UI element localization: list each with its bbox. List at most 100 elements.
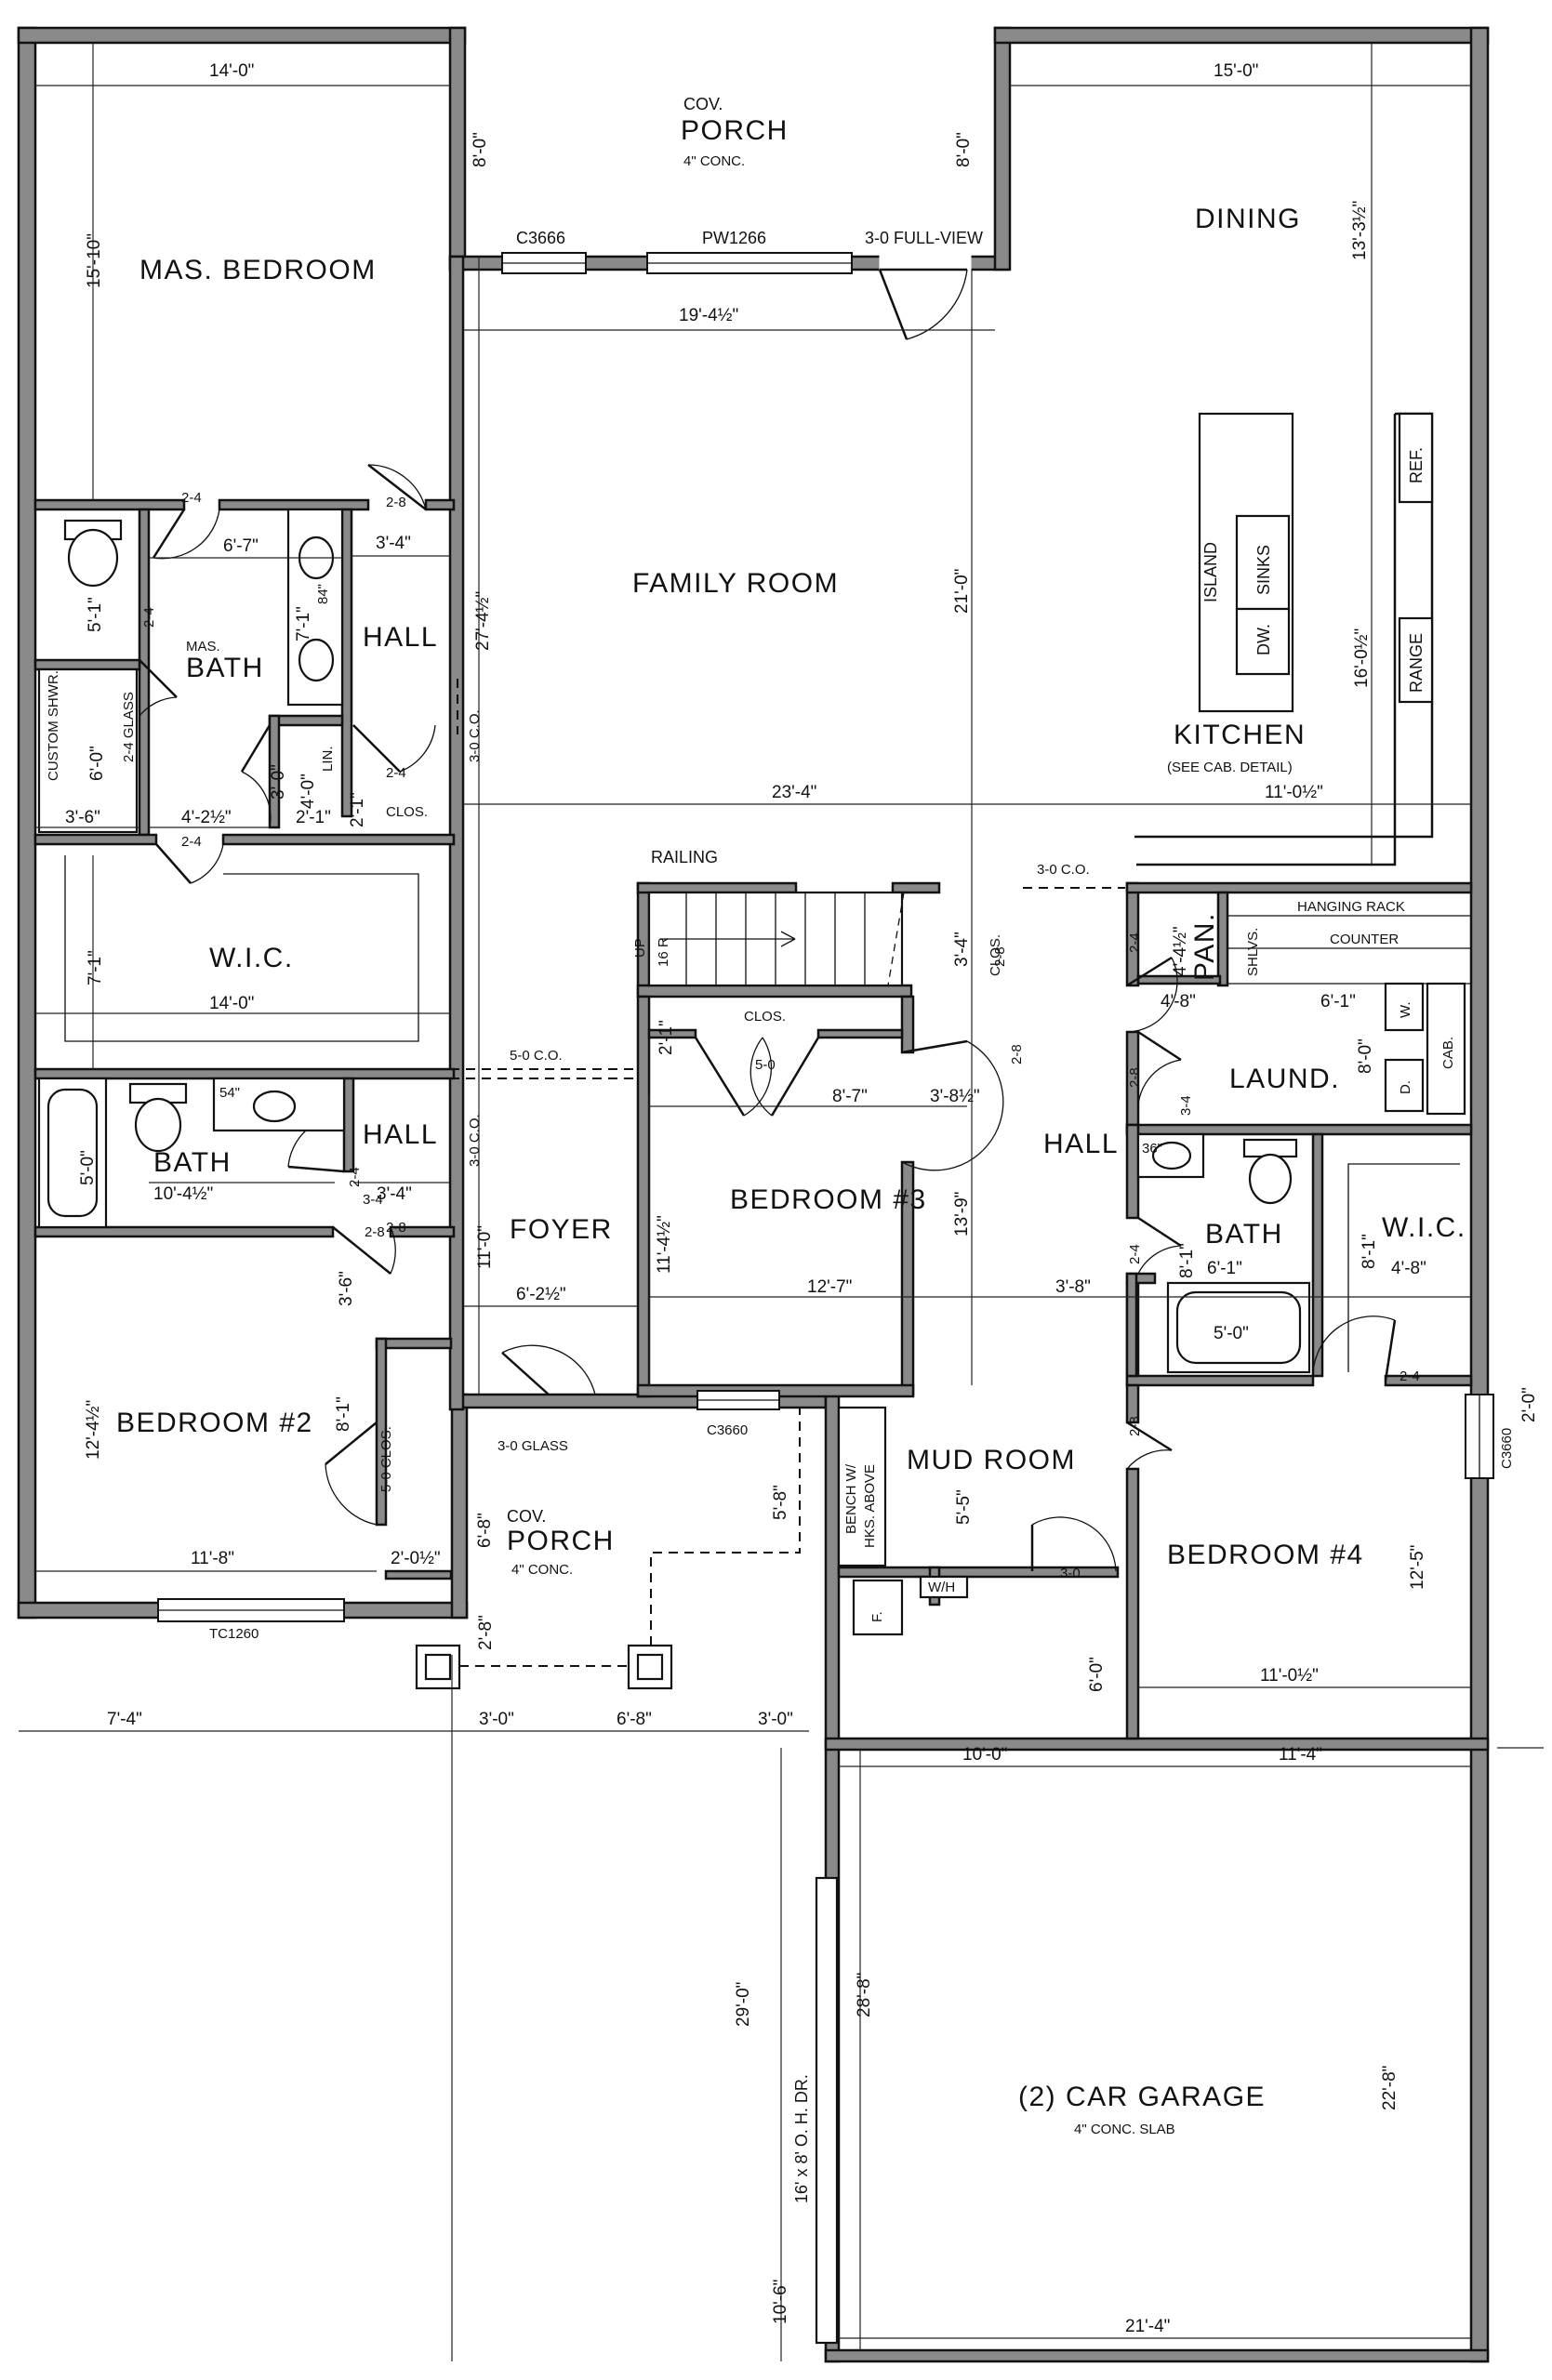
range-label: RANGE [1407, 633, 1426, 693]
closet-label-top: CLOS. [744, 1009, 786, 1025]
room-bath-2: BATH [153, 1147, 232, 1178]
dim-b2-h: 12'-4½" [84, 1400, 103, 1460]
dim-mb-bath-w: 6'-7" [223, 536, 259, 556]
wh-label: W/H [928, 1580, 955, 1595]
railing-label: RAILING [651, 848, 718, 866]
dim-mb-toilet: 5'-1" [86, 597, 105, 632]
room-garage-sub: 4" CONC. SLAB [1074, 2122, 1175, 2137]
room-garage: (2) CAR GARAGE [1018, 2082, 1266, 2112]
dim-hall-w: 3'-4" [376, 534, 411, 553]
dim-porch-f-h2: 5'-8" [771, 1485, 790, 1520]
vanity-36: 36" [1142, 1141, 1162, 1157]
dim-din-h: 13'-3½" [1350, 201, 1370, 260]
dim-side-win: 2'-0" [1519, 1387, 1539, 1422]
hanging-rack-label: HANGING RACK [1297, 899, 1405, 915]
dim-shwr: 6'-0" [87, 746, 107, 781]
dim-wic4-h: 8'-1" [1360, 1234, 1379, 1269]
door-2-8-a: 2-8 [386, 495, 406, 510]
window-c3660-front: C3660 [707, 1422, 748, 1438]
room-bedroom-4: BEDROOM #4 [1167, 1540, 1364, 1570]
dim-din-w: 15'-0" [1214, 61, 1258, 81]
door-swings [139, 464, 1397, 1572]
room-master-bedroom: MAS. BEDROOM [139, 255, 377, 285]
dim-laund-w: 6'-1" [1320, 992, 1356, 1012]
dim-porch-f-post: 2'-8" [476, 1615, 496, 1650]
closet-label-stair: CLOS. [988, 934, 1003, 976]
dim-lin-w: 2'-1" [296, 808, 331, 827]
stair-risers-label: 16 R [656, 937, 671, 967]
dim-stair-w: 3'-4" [952, 932, 972, 967]
co-5-label: 5-0 C.O. [510, 1048, 563, 1064]
dim-clos-stair: 2'-1" [657, 1020, 676, 1055]
dim-fam-h2: 27'-4½" [473, 591, 493, 651]
window-c3660-side: C3660 [1499, 1428, 1515, 1469]
dim-gar-h2: 28'-8" [855, 1973, 874, 2017]
dim-b3-clos: 8'-7" [832, 1087, 868, 1106]
dim-b4-h: 12'-5" [1408, 1545, 1427, 1590]
co-stair-label: 3-0 C.O. [1037, 862, 1090, 878]
hooks-label: HKS. ABOVE [862, 1464, 878, 1548]
dim-b3-clos2: 3'-8½" [930, 1087, 980, 1106]
cab-label: CAB. [1440, 1037, 1456, 1069]
dim-gar-h3: 22'-8" [1380, 2066, 1399, 2110]
dim-b2-clos-w: 2'-0½" [391, 1549, 441, 1568]
dim-4-2: 4'-2½" [181, 808, 232, 827]
dim-pan-h: 4'-8" [1161, 992, 1196, 1012]
dim-hall2-h: 3'-6" [337, 1271, 356, 1306]
door-2-8-e: 2-8 [1127, 1067, 1143, 1088]
room-front-porch: PORCH [507, 1526, 615, 1556]
rear-windows [501, 252, 972, 340]
dim-mb-h: 15'-10" [85, 233, 104, 288]
dim-bath3-h: 8'-1" [1177, 1243, 1197, 1278]
cased-openings [449, 679, 1125, 1153]
dim-b3-h2: 11'-4½" [655, 1215, 674, 1274]
bench-label: BENCH W/ [843, 1463, 859, 1534]
dim-mb-w: 14'-0" [209, 61, 254, 81]
room-mas-bath-top: MAS. [186, 639, 220, 654]
room-wic-4: W.I.C. [1382, 1212, 1466, 1243]
dim-bath2-h: 5'-0" [78, 1150, 98, 1185]
dim-wic4-w: 4'-8" [1391, 1259, 1426, 1278]
dim-porch-h1: 8'-0" [471, 132, 490, 167]
f-label: F. [869, 1611, 885, 1622]
door-2-8-d: 2-8 [992, 946, 1008, 967]
dim-bath3-w: 6'-1" [1207, 1259, 1242, 1278]
dim-3-0: 3'-0" [269, 764, 288, 800]
door-2-4-d: 2-4 [386, 765, 406, 781]
dim-ext-7-4: 7'-4" [107, 1710, 142, 1729]
glass-label: 2-4 GLASS [121, 692, 137, 762]
room-laundry: LAUND. [1229, 1064, 1340, 1094]
stair-up-label: UP [632, 938, 648, 958]
door-3-4-a: 3-4 [1178, 1095, 1194, 1116]
lin-label: LIN. [320, 746, 336, 772]
room-mas-bath: BATH [186, 653, 264, 683]
door-2-4-c: 2-4 [181, 834, 202, 850]
dim-kit-h: 16'-0½" [1352, 628, 1372, 688]
room-mud-room: MUD ROOM [907, 1445, 1076, 1475]
room-bedroom-3: BEDROOM #3 [730, 1184, 927, 1215]
room-hall-1: HALL [363, 622, 438, 653]
dim-foyer-h: 11'-0" [475, 1225, 495, 1269]
room-kitchen-note: (SEE CAB. DETAIL) [1167, 760, 1293, 775]
dim-pan-w: 4'-4½" [1171, 926, 1190, 976]
dim-3-6: 3'-6" [65, 808, 100, 827]
dim-kit-w: 11'-0½" [1265, 783, 1323, 802]
windows [157, 1390, 1494, 1622]
dim-b3-w: 12'-7" [807, 1277, 852, 1297]
door-5-0: 5-0 [755, 1057, 776, 1073]
island-label: ISLAND [1201, 542, 1220, 602]
room-rear-porch-sub: 4" CONC. [683, 153, 745, 169]
window-tc1260: TC1260 [209, 1626, 259, 1642]
dim-23-4: 23'-4" [772, 783, 816, 802]
dimension-lines [19, 43, 1544, 2361]
co-hall1-label: 3-0 C.O. [467, 709, 483, 762]
dim-porch-f-h: 6'-8" [475, 1513, 495, 1548]
sinks-label: SINKS [1254, 545, 1273, 595]
dim-tub3: 5'-0" [1214, 1324, 1249, 1343]
dim-lin-h: 4'-0" [298, 774, 318, 809]
room-pantry: PAN. [1189, 912, 1220, 981]
room-labels: MAS. BEDROOM COV. PORCH 4" CONC. DINING … [46, 95, 1466, 2137]
dw-label: DW. [1254, 624, 1273, 655]
dim-porch-h2: 8'-0" [954, 132, 974, 167]
co-hall2-label: 3-0 C.O. [467, 1114, 483, 1167]
